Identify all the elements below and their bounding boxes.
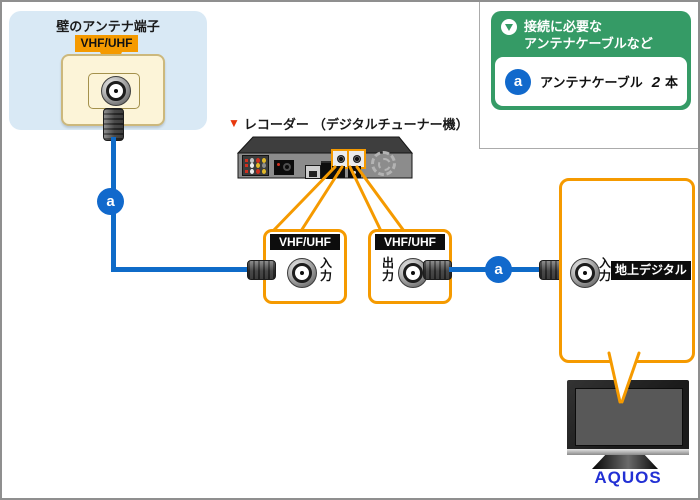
legend-item-row: a アンテナケーブル 2 本 bbox=[495, 57, 687, 106]
red-triangle-icon: ▼ bbox=[228, 116, 240, 130]
recorder-rf-module bbox=[274, 160, 294, 175]
recorder-name: レコーダー bbox=[243, 116, 309, 132]
input-coax-connector-icon bbox=[287, 258, 317, 288]
recorder-lower-connector-2 bbox=[348, 166, 361, 178]
tv-input-callout-box: 入力 地上デジタル bbox=[559, 178, 695, 363]
cable-a-badge-left: a bbox=[97, 188, 124, 215]
output-port-label: 出力 bbox=[381, 256, 394, 283]
wall-vhf-uhf-label: VHF/UHF bbox=[75, 35, 138, 52]
wall-coax-connector-icon bbox=[101, 76, 131, 106]
tv-coax-connector-icon bbox=[570, 258, 600, 288]
tv-port-label: 入力 bbox=[598, 256, 611, 283]
input-box-banner: VHF/UHF bbox=[270, 234, 340, 250]
legend-heading-line1: 接続に必要な bbox=[524, 19, 603, 34]
recorder-red-dot bbox=[277, 163, 280, 166]
required-cables-legend: 接続に必要な アンテナケーブルなど a アンテナケーブル 2 本 bbox=[491, 11, 691, 110]
wall-antenna-title: 壁のアンテナ端子 bbox=[56, 19, 160, 34]
recorder-note: （デジタルチューナー機） bbox=[312, 116, 469, 132]
cable-a-badge-right: a bbox=[485, 256, 512, 283]
legend-item-count: 2 本 bbox=[652, 72, 686, 91]
vhf-uhf-input-box: VHF/UHF 入力 bbox=[263, 229, 347, 304]
legend-heading-text: 接続に必要な アンテナケーブルなど bbox=[524, 18, 653, 52]
legend-item-label: アンテナケーブル bbox=[540, 75, 643, 90]
legend-heading: 接続に必要な アンテナケーブルなど bbox=[491, 18, 691, 52]
antenna-cable-1-horizontal bbox=[111, 267, 251, 272]
wall-antenna-panel: 壁のアンテナ端子 VHF/UHF bbox=[9, 11, 207, 141]
recorder-fan-vent-icon bbox=[371, 151, 396, 176]
corner-divider-horizontal bbox=[479, 148, 698, 149]
terrestrial-digital-tag: 地上デジタル bbox=[611, 261, 691, 280]
tv-brand-logo: AQUOS bbox=[594, 468, 662, 487]
cable-plug-from-output bbox=[423, 260, 452, 280]
tv-screen bbox=[575, 388, 683, 446]
legend-count-unit: 本 bbox=[665, 75, 679, 90]
recorder-label: ▼ レコーダー （デジタルチューナー機） bbox=[228, 114, 469, 132]
cable-plug-into-input bbox=[247, 260, 276, 280]
recorder-jack-ring bbox=[283, 163, 291, 171]
wall-outlet-plate bbox=[61, 54, 165, 126]
tv-speaker-strip bbox=[567, 449, 689, 455]
recorder-rca-jacks bbox=[242, 155, 269, 176]
output-box-banner: VHF/UHF bbox=[375, 234, 445, 250]
tv-stand bbox=[592, 455, 658, 469]
input-port-label: 入力 bbox=[319, 256, 332, 283]
down-triangle-circle-icon bbox=[501, 19, 517, 35]
recorder-lower-connector-1 bbox=[332, 166, 345, 178]
corner-divider-vertical bbox=[479, 2, 480, 148]
legend-count-number: 2 bbox=[651, 74, 661, 91]
recorder-ethernet-port bbox=[305, 165, 321, 179]
legend-a-badge: a bbox=[505, 68, 531, 95]
legend-heading-line2: アンテナケーブルなど bbox=[524, 36, 653, 51]
